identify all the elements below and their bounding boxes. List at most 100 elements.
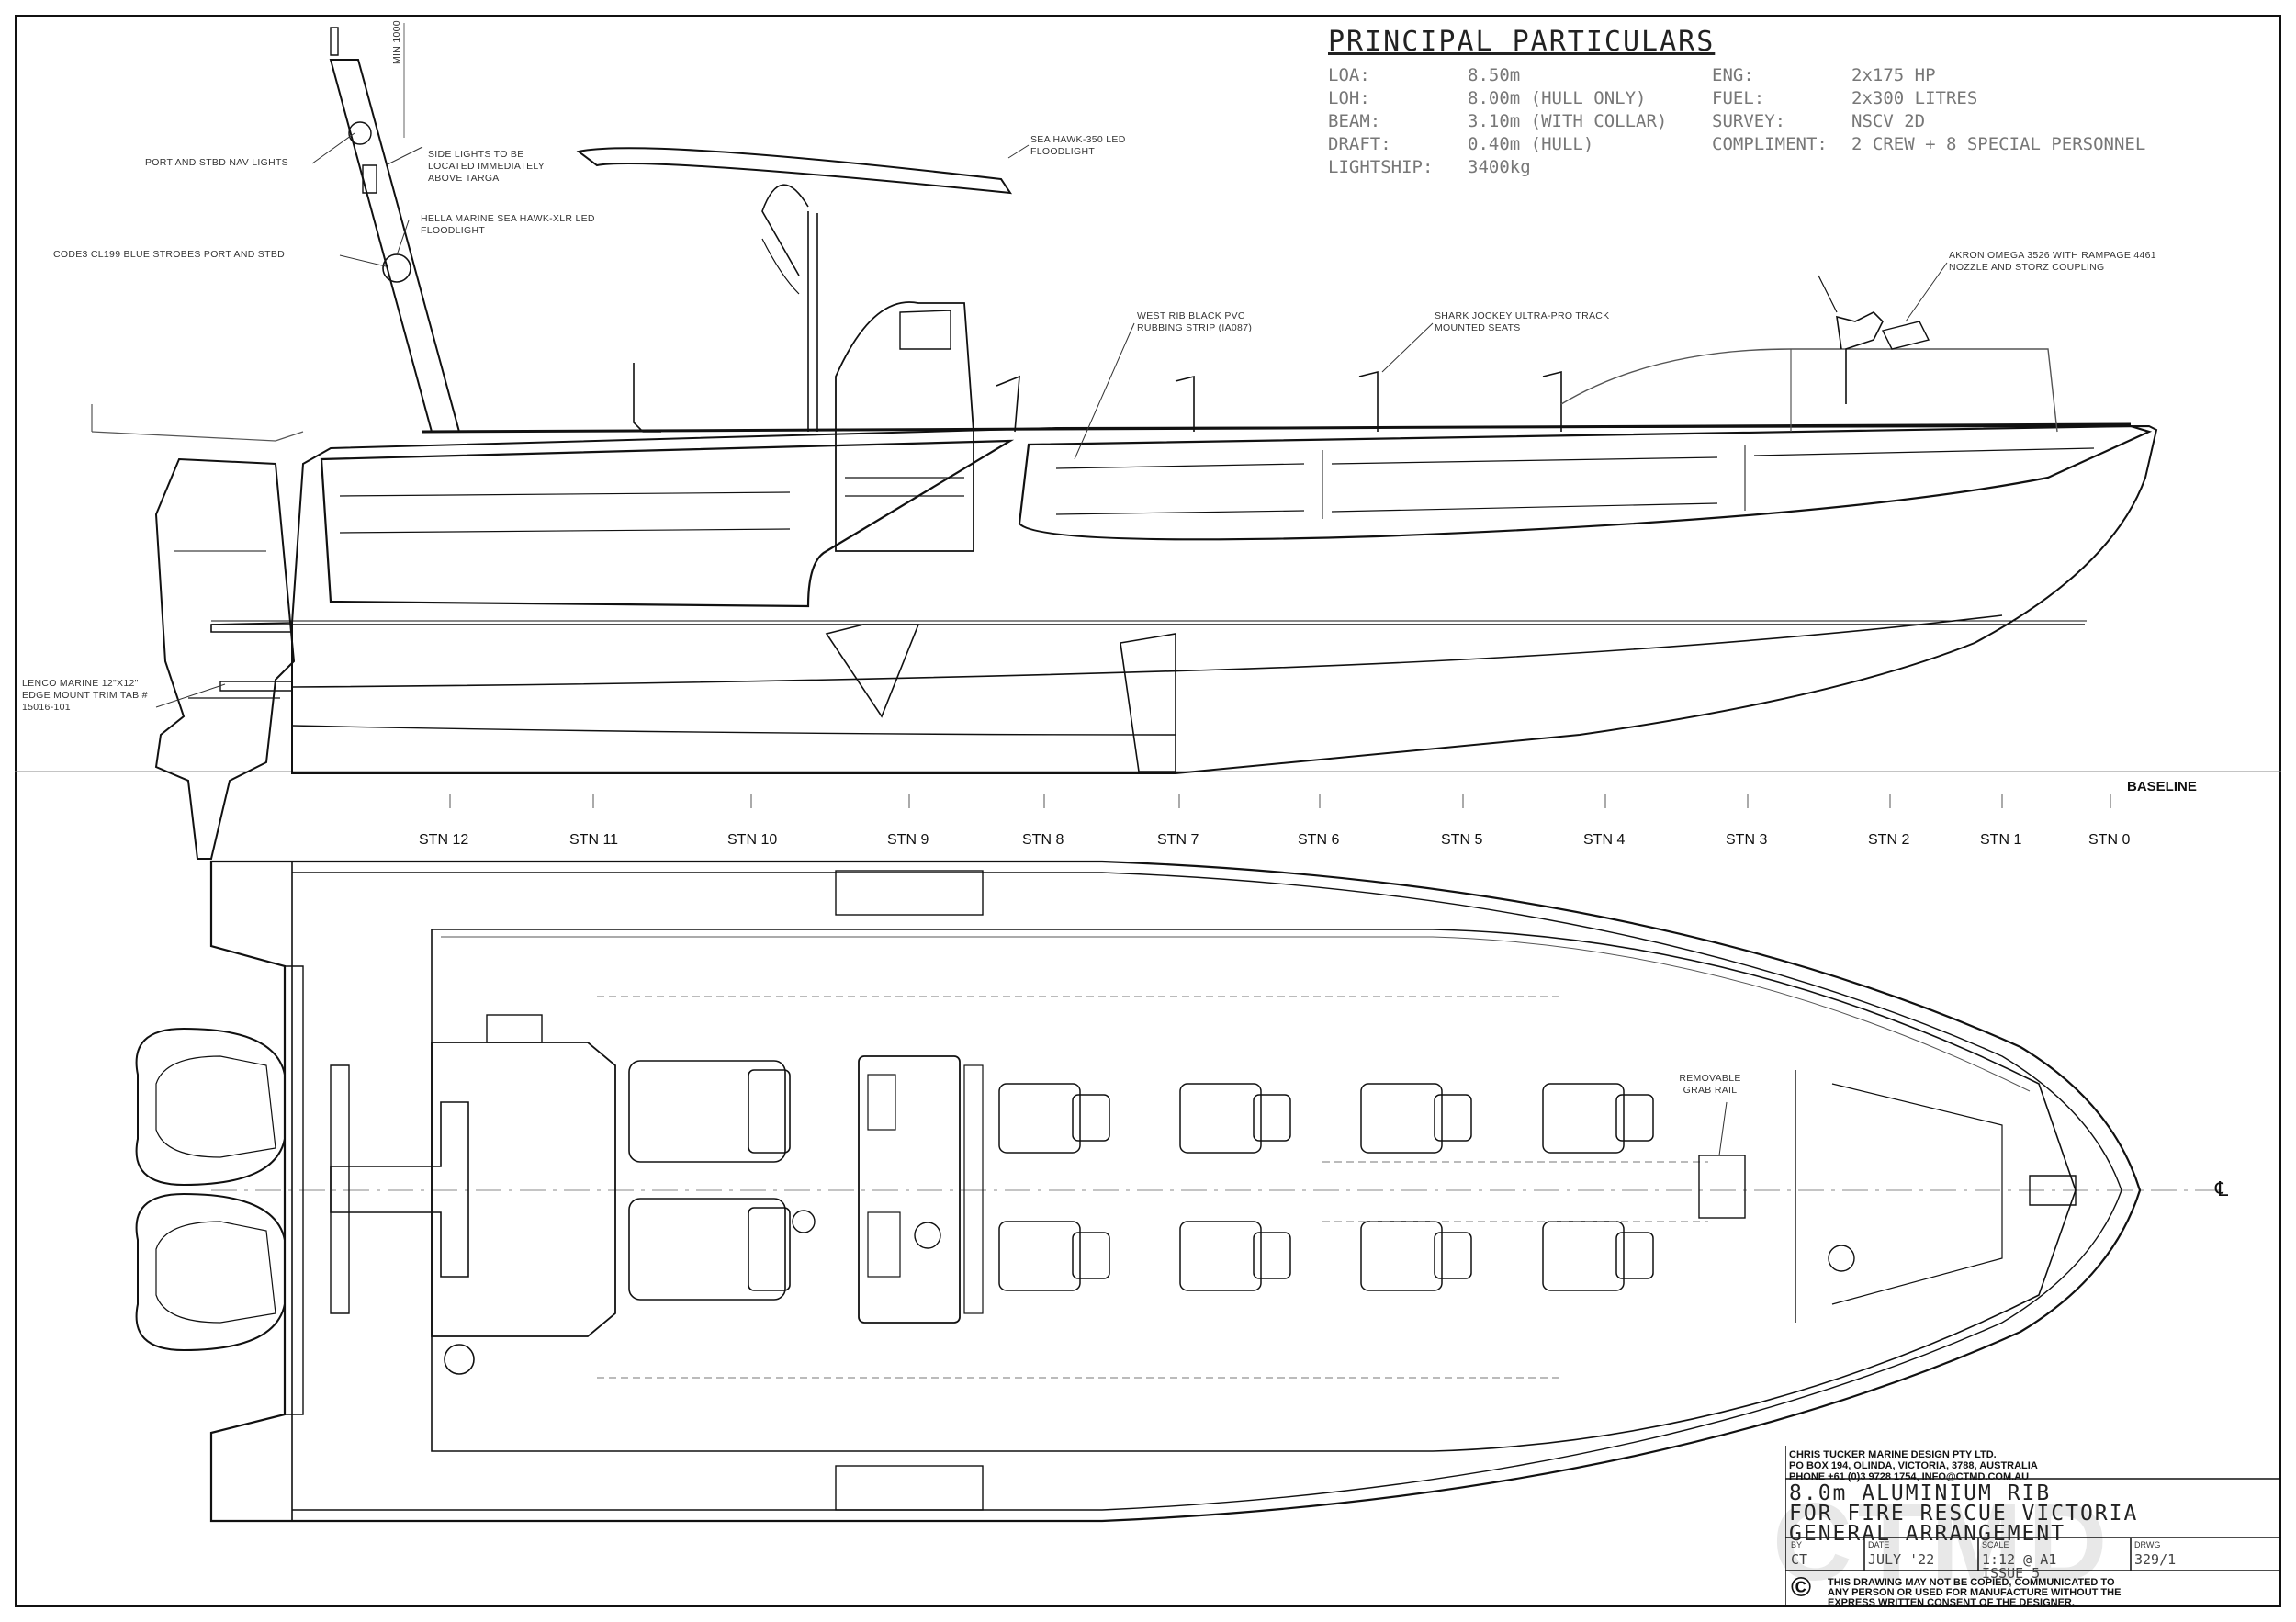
by-label: BY	[1791, 1540, 1803, 1549]
passenger-seats	[998, 1083, 1654, 1291]
pp-value: 3400kg	[1468, 157, 1531, 177]
pp-row: LIGHTSHIP: 3400kg	[1328, 156, 1712, 179]
drawing-number: 329/1	[2134, 1551, 2177, 1568]
station-label: STN 9	[887, 832, 929, 848]
pp-row: LOA: 8.50m	[1328, 64, 1712, 87]
warning-line: ANY PERSON OR USED FOR MANUFACTURE WITHO…	[1828, 1587, 2122, 1598]
title-line: 8.0m ALUMINIUM RIB	[1789, 1481, 2052, 1505]
principal-particulars-table: LOA: 8.50m LOH: 8.00m (HULL ONLY) BEAM: 3.1…	[1328, 64, 2145, 179]
grab-rail-plan	[1698, 1155, 1746, 1219]
pp-row: FUEL: 2x300 LITRES	[1712, 87, 2145, 110]
pp-key: FUEL:	[1712, 88, 1765, 108]
station-label: STN 8	[1022, 832, 1064, 848]
centreline-symbol: ℄	[2215, 1177, 2229, 1200]
callout-sea-hawk: SEA HAWK-350 LED FLOODLIGHT	[1030, 134, 1126, 157]
pp-row: ENG: 2x175 HP	[1712, 64, 2145, 87]
pp-value: 2x175 HP	[1851, 65, 1936, 85]
warning-line: THIS DRAWING MAY NOT BE COPIED, COMMUNIC…	[1828, 1577, 2115, 1588]
pp-row: SURVEY: NSCV 2D	[1712, 110, 2145, 133]
designer-firm-details: CHRIS TUCKER MARINE DESIGN PTY LTD. PO B…	[1789, 1449, 2038, 1482]
pp-key: SURVEY:	[1712, 111, 1786, 131]
station-label: STN 0	[2088, 832, 2131, 848]
pp-key: BEAM:	[1328, 111, 1381, 131]
station-label: STN 3	[1726, 832, 1768, 848]
hull-profile	[291, 424, 2158, 774]
callout-lenco-trim-tab: LENCO MARINE 12"x12" EDGE MOUNT TRIM TAB…	[22, 678, 148, 713]
t-top-frame	[576, 147, 1013, 195]
copyright-icon: ©	[1791, 1572, 1812, 1603]
ctmd-watermark: CTMD	[1773, 1481, 2113, 1604]
pp-key: ENG:	[1712, 65, 1754, 85]
targa-mast	[329, 59, 461, 433]
engine-port-plan	[135, 1027, 286, 1187]
seat-row4	[1542, 1083, 1654, 1154]
baseline-label: BASELINE	[2127, 779, 2197, 794]
callout-shark-jockey: SHARK JOCKEY ULTRA-PRO TRACK MOUNTED SEA…	[1435, 310, 1610, 333]
pp-key: COMPLIMENT:	[1712, 134, 1828, 154]
date-label: DATE	[1868, 1540, 1890, 1549]
callout-akron-omega: AKRON OMEGA 3526 WITH RAMPAGE 4461 NOZZL…	[1949, 250, 2156, 273]
collar-tube	[320, 439, 1015, 608]
drawing-date: JULY '22	[1868, 1551, 1935, 1568]
pp-value: NSCV 2D	[1851, 111, 1926, 131]
station-label: STN 4	[1583, 832, 1626, 848]
callout-grab-rail: REMOVABLE GRAB RAIL	[1679, 1073, 1741, 1096]
title-line: FOR FIRE RESCUE VICTORIA	[1789, 1502, 2139, 1526]
callout-west-rib-strip: WEST RIB BLACK PVC RUBBING STRIP (IA087)	[1137, 310, 1253, 333]
center-console	[835, 301, 974, 552]
station-label: STN 2	[1868, 832, 1910, 848]
station-ticks	[449, 794, 2111, 808]
drawing-title: 8.0m ALUMINIUM RIB FOR FIRE RESCUE VICTO…	[1789, 1481, 2139, 1546]
pp-key: LIGHTSHIP:	[1328, 157, 1434, 177]
pp-row: COMPLIMENT:2 CREW + 8 SPECIAL PERSONNEL	[1712, 133, 2145, 156]
seat-row3	[1360, 1083, 1472, 1154]
fire-monitor	[1836, 311, 1884, 404]
pp-row: BEAM: 3.10m (WITH COLLAR)	[1328, 110, 1712, 133]
drawn-by: CT	[1791, 1551, 1808, 1568]
pp-key: LOA:	[1328, 65, 1370, 85]
principal-particulars-title: PRINCIPAL PARTICULARS	[1328, 26, 1716, 58]
console-plan	[858, 1055, 961, 1324]
station-label: STN 12	[419, 832, 469, 848]
scale-label: SCALE	[1982, 1540, 2009, 1549]
title-block-frame	[1785, 1446, 2281, 1607]
hull-plan	[209, 860, 2142, 1523]
drawing-issue: ISSUE 5	[1982, 1565, 2041, 1582]
station-label: STN 11	[569, 832, 619, 848]
drawing-scale: 1:12 @ A1	[1982, 1551, 2057, 1568]
callout-nav-lights: PORT AND STBD NAV LIGHTS	[145, 157, 288, 168]
station-label: STN 10	[727, 832, 778, 848]
seat-row1	[998, 1083, 1110, 1154]
helm-seats	[628, 1060, 791, 1301]
firm-line: CHRIS TUCKER MARINE DESIGN PTY LTD.	[1789, 1449, 1997, 1460]
station-label: STN 6	[1298, 832, 1340, 848]
sponson-fwd	[1120, 633, 1176, 772]
callout-min-1000: MIN 1000	[391, 20, 402, 64]
callout-hella-floodlight: HELLA MARINE SEA HAWK-XLR LED FLOODLIGHT	[421, 213, 595, 236]
pp-key: LOH:	[1328, 88, 1370, 108]
callout-code3-strobes: CODE3 CL199 BLUE STROBES PORT AND STBD	[53, 249, 286, 260]
outboard-engine	[154, 457, 296, 860]
station-label: STN 7	[1157, 832, 1199, 848]
copyright-warning: THIS DRAWING MAY NOT BE COPIED, COMMUNIC…	[1828, 1578, 2278, 1608]
seat-row2	[1179, 1083, 1291, 1154]
warning-line: EXPRESS WRITTEN CONSENT OF THE DESIGNER.	[1828, 1597, 2075, 1608]
pp-value: 8.50m	[1468, 65, 1521, 85]
station-label: STN 1	[1980, 832, 2022, 848]
title-line: GENERAL ARRANGEMENT	[1789, 1522, 2066, 1546]
station-label: STN 5	[1441, 832, 1483, 848]
firm-line: PHONE +61 (0)3 9728 1754, INFO@CTMD.COM.…	[1789, 1471, 2030, 1482]
pp-row: LOH: 8.00m (HULL ONLY)	[1328, 87, 1712, 110]
pp-row: DRAFT: 0.40m (HULL)	[1328, 133, 1712, 156]
engine-stbd-plan	[135, 1192, 286, 1352]
pp-value: 8.00m (HULL ONLY)	[1468, 88, 1647, 108]
pp-value: 2x300 LITRES	[1851, 88, 1978, 108]
sponson-aft	[825, 624, 920, 718]
pp-value: 0.40m (HULL)	[1468, 134, 1594, 154]
firm-line: PO BOX 194, OLINDA, VICTORIA, 3788, AUST…	[1789, 1460, 2038, 1471]
drawing-sheet-border	[15, 15, 2281, 1607]
pp-key: DRAFT:	[1328, 134, 1391, 154]
pp-value: 3.10m (WITH COLLAR)	[1468, 111, 1668, 131]
callout-side-lights: SIDE LIGHTS TO BE LOCATED IMMEDIATELY AB…	[428, 149, 545, 184]
